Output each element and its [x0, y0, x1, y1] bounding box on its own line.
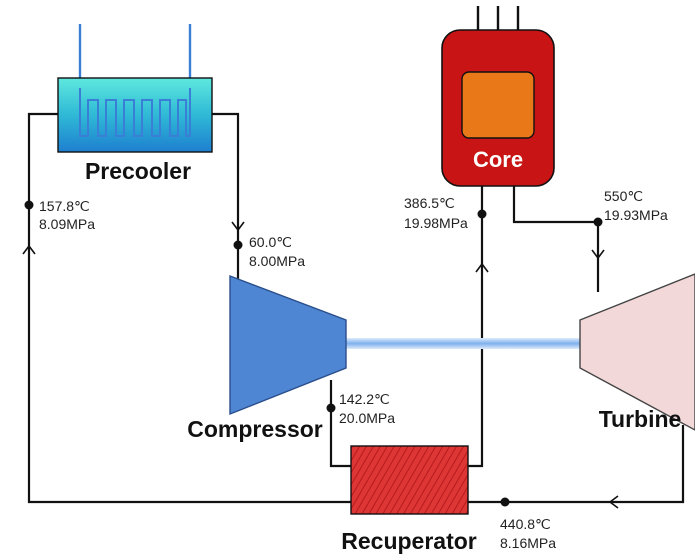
core-label: Core [473, 147, 523, 172]
temperature-value: 60.0℃ [249, 234, 292, 250]
temperature-value: 550℃ [604, 188, 643, 204]
turbine: Turbine [579, 273, 695, 432]
state-point-turbine-inlet: 550℃ 19.93MPa [593, 188, 668, 227]
temperature-value: 440.8℃ [500, 516, 551, 532]
state-dot [326, 403, 336, 413]
pressure-value: 19.93MPa [604, 207, 668, 223]
pressure-value: 8.09MPa [39, 216, 95, 232]
compressor-body [229, 274, 347, 416]
flow-arrows [22, 221, 619, 509]
state-dot [24, 200, 34, 210]
recuperator-label: Recuperator [341, 528, 477, 554]
temperature-value: 157.8℃ [39, 198, 90, 214]
pipe-core-turbine [512, 186, 600, 292]
state-point-core-inlet: 386.5℃ 19.98MPa [404, 195, 487, 231]
compressor-label: Compressor [187, 416, 323, 442]
arrow-down-turbine-inlet [591, 249, 605, 260]
arrow-down-compressor-inlet [231, 221, 245, 232]
state-dot [477, 209, 487, 219]
pipe-recuperator-core [468, 186, 484, 468]
pipe-turbine-recuperator [468, 425, 685, 504]
pipe-precooler-compressor [212, 112, 240, 292]
turbine-body [579, 273, 695, 431]
arrow-up-core-inlet [475, 262, 489, 273]
pressure-value: 8.16MPa [500, 535, 556, 551]
temperature-value: 142.2℃ [339, 391, 390, 407]
state-dot [593, 217, 603, 227]
temperature-value: 386.5℃ [404, 195, 455, 211]
pipe-precooler-return [27, 112, 352, 504]
arrow-up-return [22, 244, 36, 255]
recuperator-body [350, 445, 469, 515]
precooler: Precooler [57, 24, 213, 184]
state-point-turbine-outlet: 440.8℃ 8.16MPa [500, 497, 556, 551]
arrow-left-turbine-return [608, 495, 619, 509]
pressure-value: 19.98MPa [404, 215, 468, 231]
pressure-value: 20.0MPa [339, 410, 395, 426]
state-dot [233, 240, 243, 250]
state-point-compressor-outlet: 142.2℃ 20.0MPa [326, 391, 395, 426]
state-point-compressor-inlet: 60.0℃ 8.00MPa [233, 234, 305, 269]
state-dot [500, 497, 510, 507]
recuperator: Recuperator [341, 445, 477, 554]
state-point-precooler-inlet: 157.8℃ 8.09MPa [24, 198, 95, 232]
precooler-coil [79, 88, 191, 137]
core-fuel [461, 71, 535, 139]
compressor: Compressor [187, 274, 347, 442]
turbine-label: Turbine [599, 406, 682, 432]
pressure-value: 8.00MPa [249, 253, 305, 269]
shaft [344, 338, 584, 349]
core: Core [441, 6, 555, 187]
precooler-label: Precooler [85, 158, 191, 184]
